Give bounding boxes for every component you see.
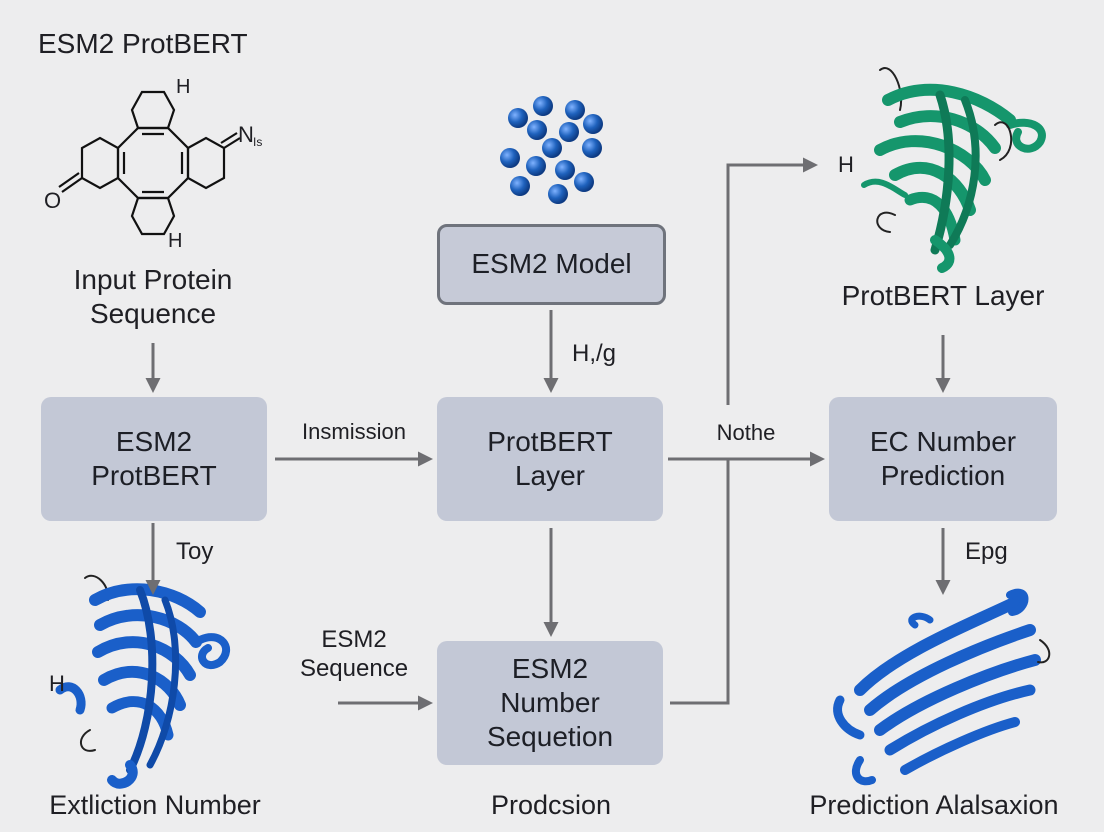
esm2-number-sequetion-node-label: ESM2 Number Sequetion	[486, 652, 614, 753]
ec-number-prediction-node[interactable]: EC Number Prediction	[829, 397, 1057, 521]
molecule-label-h-top: H	[176, 76, 191, 98]
molecule-label-n: N	[238, 122, 254, 147]
page-title: ESM2 ProtBERT	[38, 28, 248, 59]
edge-label-hg: H,/g	[572, 340, 617, 367]
edge-label-nothe: Nothe	[716, 420, 776, 445]
esm2-protbert-node-label: ESM2 ProtBERT	[91, 425, 217, 491]
molecule-label-n-sub: Is	[253, 135, 263, 149]
input-sequence-label: Input Protein Sequence	[73, 264, 233, 329]
arrow-number-sequetion-up	[670, 459, 730, 705]
arrow-up-to-green-structure	[726, 157, 818, 405]
caption-bottom-center: Prodcsion	[490, 790, 612, 820]
molecule-label-h-bottom: H	[168, 230, 183, 252]
edge-label-toy: Toy	[176, 538, 214, 565]
protein-structure-blue-right-icon	[833, 588, 1051, 786]
edge-label-insmission: Insmission	[302, 419, 406, 444]
esm2-number-sequetion-node[interactable]: ESM2 Number Sequetion	[437, 641, 663, 765]
caption-bottom-left: Extliction Number	[49, 790, 261, 820]
molecule-structure-icon	[58, 90, 241, 236]
edge-label-epg: Epg	[965, 538, 1008, 565]
structure-label-top-right-h: H	[838, 152, 854, 177]
structure-label-left-h: H	[49, 671, 65, 696]
protein-structure-green-icon	[861, 67, 1046, 273]
edge-label-esm2-sequence: ESM2 Sequence	[299, 626, 409, 682]
esm2-model-node-label: ESM2 Model	[471, 248, 632, 280]
esm2-protbert-node[interactable]: ESM2 ProtBERT	[41, 397, 267, 521]
esm2-model-node[interactable]: ESM2 Model	[437, 224, 666, 305]
protbert-layer-top-label: ProtBERT Layer	[841, 280, 1045, 311]
caption-bottom-right: Prediction Alalsaxion	[809, 790, 1059, 820]
ec-number-prediction-node-label: EC Number Prediction	[869, 425, 1017, 491]
molecule-spheres-icon	[500, 96, 603, 204]
connectors	[145, 157, 951, 711]
protbert-layer-node[interactable]: ProtBERT Layer	[437, 397, 663, 521]
protbert-layer-node-label: ProtBERT Layer	[487, 425, 613, 491]
protein-structure-blue-left-icon	[55, 574, 230, 789]
molecule-label-o: O	[44, 188, 62, 213]
